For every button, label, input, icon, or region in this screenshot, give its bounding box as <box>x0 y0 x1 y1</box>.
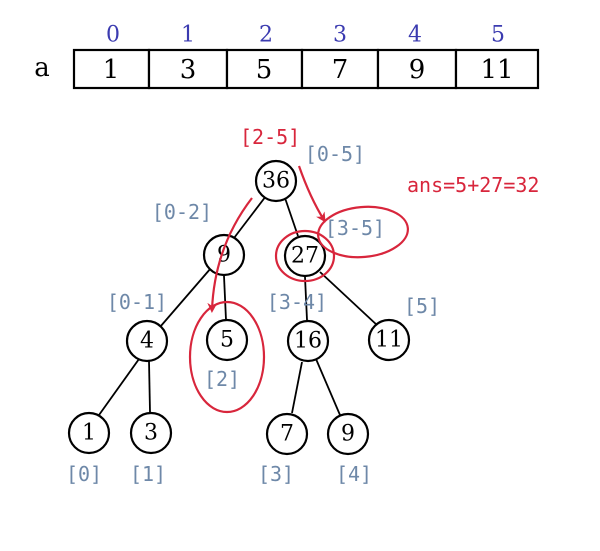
edge-16-7 <box>291 361 303 414</box>
query-arrow-left <box>207 197 253 313</box>
query-answer-label: ans=5+27=32 <box>407 173 539 197</box>
highlight-range-3-5 <box>317 205 409 259</box>
tree-node-3-4-value: 16 <box>294 329 322 354</box>
tree-node-3-4: 16 <box>286 319 330 363</box>
range-label-3-4: [3-4] <box>267 290 327 314</box>
tree-node-3-value: 7 <box>280 422 294 447</box>
tree-node-0-value: 1 <box>82 421 96 446</box>
tree-node-3-5-value: 27 <box>291 244 319 269</box>
query-annotations: [2-5] ans=5+27=32 <box>188 125 539 414</box>
array-value-4: 9 <box>409 55 426 85</box>
range-labels: [0-5] [0-2] [3-5] [0-1] [2] [3-4] [5] [0… <box>66 142 440 486</box>
tree-node-4: 9 <box>326 412 370 456</box>
array-value-3: 7 <box>332 55 349 85</box>
tree-node-0: 1 <box>67 411 111 455</box>
array-cell-2 <box>225 48 304 90</box>
range-label-root: [0-5] <box>305 142 365 166</box>
array-value-2: 5 <box>256 55 273 85</box>
highlight-node-27 <box>274 229 336 283</box>
array-cells: 1 3 5 7 9 11 <box>72 48 540 90</box>
range-label-2: [2] <box>204 367 240 391</box>
array-value-5: 11 <box>480 55 513 85</box>
range-label-5: [5] <box>404 294 440 318</box>
tree-node-3-5: 27 <box>283 234 327 278</box>
tree-node-2-value: 5 <box>220 328 234 353</box>
array-value-0: 1 <box>103 55 120 85</box>
tree-nodes: 36 9 27 4 5 16 11 1 <box>67 159 411 456</box>
tree-node-1: 3 <box>129 411 173 455</box>
array-cell-0 <box>72 48 151 90</box>
query-arrow-right <box>297 165 326 223</box>
tree-node-0-1-value: 4 <box>140 329 154 354</box>
tree-node-5: 11 <box>367 318 411 362</box>
range-label-0-2: [0-2] <box>152 200 212 224</box>
range-label-4: [4] <box>336 462 372 486</box>
array-index-4: 4 <box>408 23 422 48</box>
range-label-3: [3] <box>258 462 294 486</box>
tree-node-root: 36 <box>254 159 298 203</box>
range-label-0: [0] <box>66 462 102 486</box>
tree-node-1-value: 3 <box>144 421 158 446</box>
edge-root-right <box>284 197 299 237</box>
tree-node-0-2: 9 <box>202 233 246 277</box>
array-cell-1 <box>147 48 229 90</box>
tree-node-0-1: 4 <box>125 319 169 363</box>
array-value-1: 3 <box>180 55 197 85</box>
edge-4-3 <box>148 360 151 413</box>
edge-27-16 <box>304 276 308 321</box>
highlight-node-5 <box>188 300 266 414</box>
tree-node-3: 7 <box>265 412 309 456</box>
array-index-2: 2 <box>259 23 273 48</box>
array-index-5: 5 <box>491 23 505 48</box>
tree-edges <box>98 195 379 416</box>
edge-9-5 <box>223 275 227 321</box>
query-range-label: [2-5] <box>240 125 300 149</box>
range-label-3-5: [3-5] <box>325 216 385 240</box>
array-index-0: 0 <box>106 23 120 48</box>
array-indices: 0 1 2 3 4 5 <box>106 23 505 48</box>
array-index-3: 3 <box>333 23 347 48</box>
range-label-1: [1] <box>130 462 166 486</box>
edge-9-4 <box>159 267 212 328</box>
array-cell-5 <box>454 48 540 90</box>
edge-27-11 <box>319 271 379 327</box>
range-label-0-1: [0-1] <box>107 290 167 314</box>
array-cell-4 <box>376 48 458 90</box>
tree-node-4-value: 9 <box>341 422 355 447</box>
tree-node-root-value: 36 <box>262 169 290 194</box>
tree-node-5-value: 11 <box>375 328 403 353</box>
edge-root-left <box>233 195 267 239</box>
edge-16-9 <box>315 358 341 416</box>
tree-node-2: 5 <box>205 318 249 362</box>
array-index-1: 1 <box>181 23 195 48</box>
edge-4-1 <box>98 358 140 416</box>
array-name-label: a <box>34 53 50 83</box>
